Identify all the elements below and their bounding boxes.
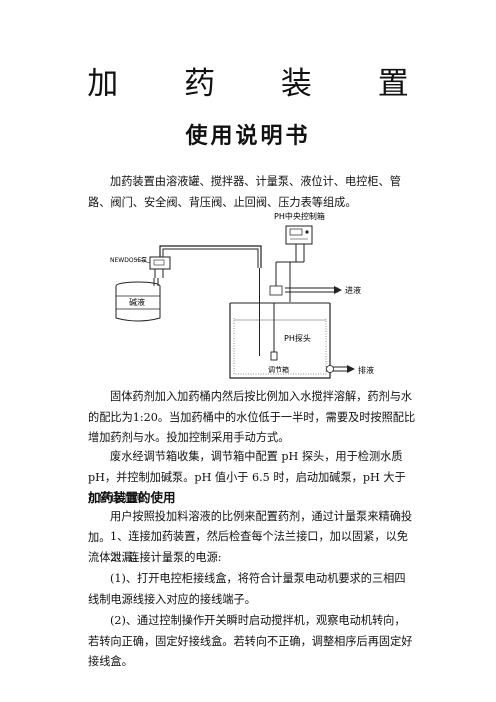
dosing-system-diagram: PH中央控制箱 NEWDOSE泵 碱液 [110, 211, 374, 379]
step-2-1: (1)、打开电控柜接线盒，将符合计量泵电动机要求的三相四线制电源线接入对应的接线… [88, 572, 406, 606]
step-2: 2、连接计量泵的电源: [110, 551, 222, 564]
outlet-label: 排液 [358, 365, 374, 375]
usage-intro: 用户按照投加料溶液的比例来配置药剂，通过计量泵来精确投加。 [88, 510, 413, 544]
document-title: 加 药 装 置 [87, 66, 437, 102]
pump-label: NEWDOSE泵 [110, 257, 147, 264]
document-subtitle: 使用说明书 [185, 124, 311, 149]
tank-label: 碱液 [129, 297, 145, 307]
adjusting-box-icon [229, 302, 331, 379]
section-heading: 加药装置的使用 [88, 490, 176, 505]
step-2-2: (2)、通过控制操作开关瞬时启动搅拌机，观察电动机转向，若转向正确，固定好接线盒… [88, 614, 413, 668]
alkali-tank-icon [115, 278, 161, 322]
intro-paragraph: 加药装置由溶液罐、搅拌器、计量泵、液位计、电控柜、管路、阀门、安全阀、背压阀、止… [88, 175, 401, 209]
ph-controller-icon [285, 225, 313, 245]
dosing-paragraph: 固体药剂加入加药桶内然后按比例加入水搅拌溶解，药剂与水的配比为1:20。当加药桶… [88, 390, 416, 444]
step-1: 1、连接加药装置，然后检查每个法兰接口，加以固紧，以免流体泄漏。 [88, 530, 408, 564]
ph-paragraph: 废水经调节箱收集，调节箱中配置 pH 探头，用于检测水质 pH，并控制加碱泵。p… [88, 450, 406, 504]
controller-label: PH中央控制箱 [274, 211, 325, 221]
inlet-label: 进液 [345, 285, 361, 295]
probe-label: PH探头 [284, 333, 311, 343]
dosing-pump-icon [149, 256, 171, 278]
box-label: 调节箱 [268, 365, 289, 374]
